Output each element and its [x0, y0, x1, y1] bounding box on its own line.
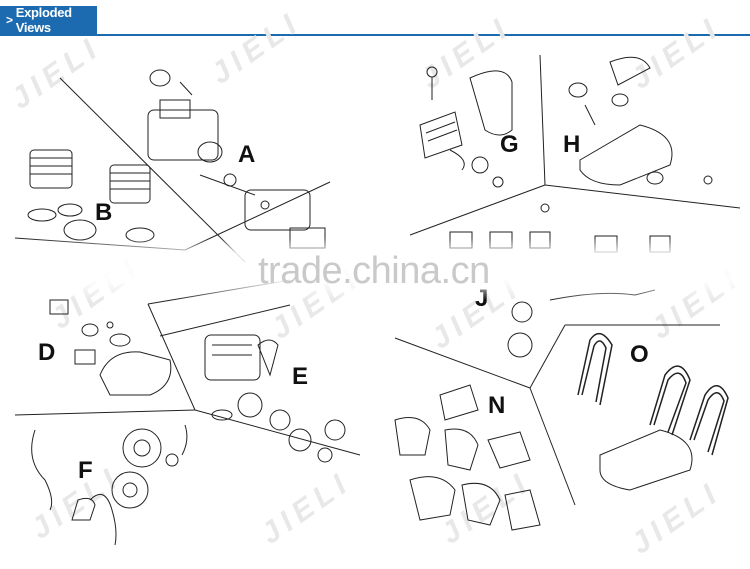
site-watermark: trade.china.cn: [258, 250, 490, 292]
part-group-h: [568, 56, 713, 186]
section-label-h: H: [563, 131, 580, 158]
section-label-g: G: [500, 131, 519, 158]
section-label-e: E: [292, 363, 308, 390]
part-group-n: [394, 384, 541, 531]
section-label-b: B: [95, 199, 112, 226]
exploded-views-tab[interactable]: > Exploded Views: [0, 5, 97, 35]
section-label-f: F: [78, 457, 93, 484]
part-group-e: [204, 334, 346, 463]
brand-watermark: JIELI: [5, 30, 107, 115]
part-group-a: [147, 69, 326, 249]
brand-watermark: JIELI: [415, 10, 517, 95]
brand-watermark: JIELI: [625, 475, 727, 560]
brand-watermark: JIELI: [205, 5, 307, 90]
brand-watermark: JIELI: [255, 465, 357, 550]
header-title: Exploded Views: [15, 5, 72, 35]
section-label-d: D: [38, 339, 55, 366]
part-group-f: [31, 424, 188, 546]
brand-watermark: JIELI: [625, 10, 727, 95]
part-group-b: [27, 149, 155, 243]
header-bar: > Exploded Views: [0, 0, 750, 38]
part-group-g: [419, 66, 513, 188]
section-label-a: A: [238, 141, 255, 168]
part-group-o: [577, 332, 729, 491]
section-label-o: O: [630, 341, 649, 368]
brand-watermark: JIELI: [25, 460, 127, 545]
chevron-right-icon: >: [6, 13, 13, 27]
section-label-n: N: [488, 392, 505, 419]
brand-watermark: JIELI: [435, 465, 537, 550]
part-group-d: [49, 299, 172, 396]
watermark-blur-band: [0, 238, 750, 300]
header-divider: [0, 34, 750, 36]
